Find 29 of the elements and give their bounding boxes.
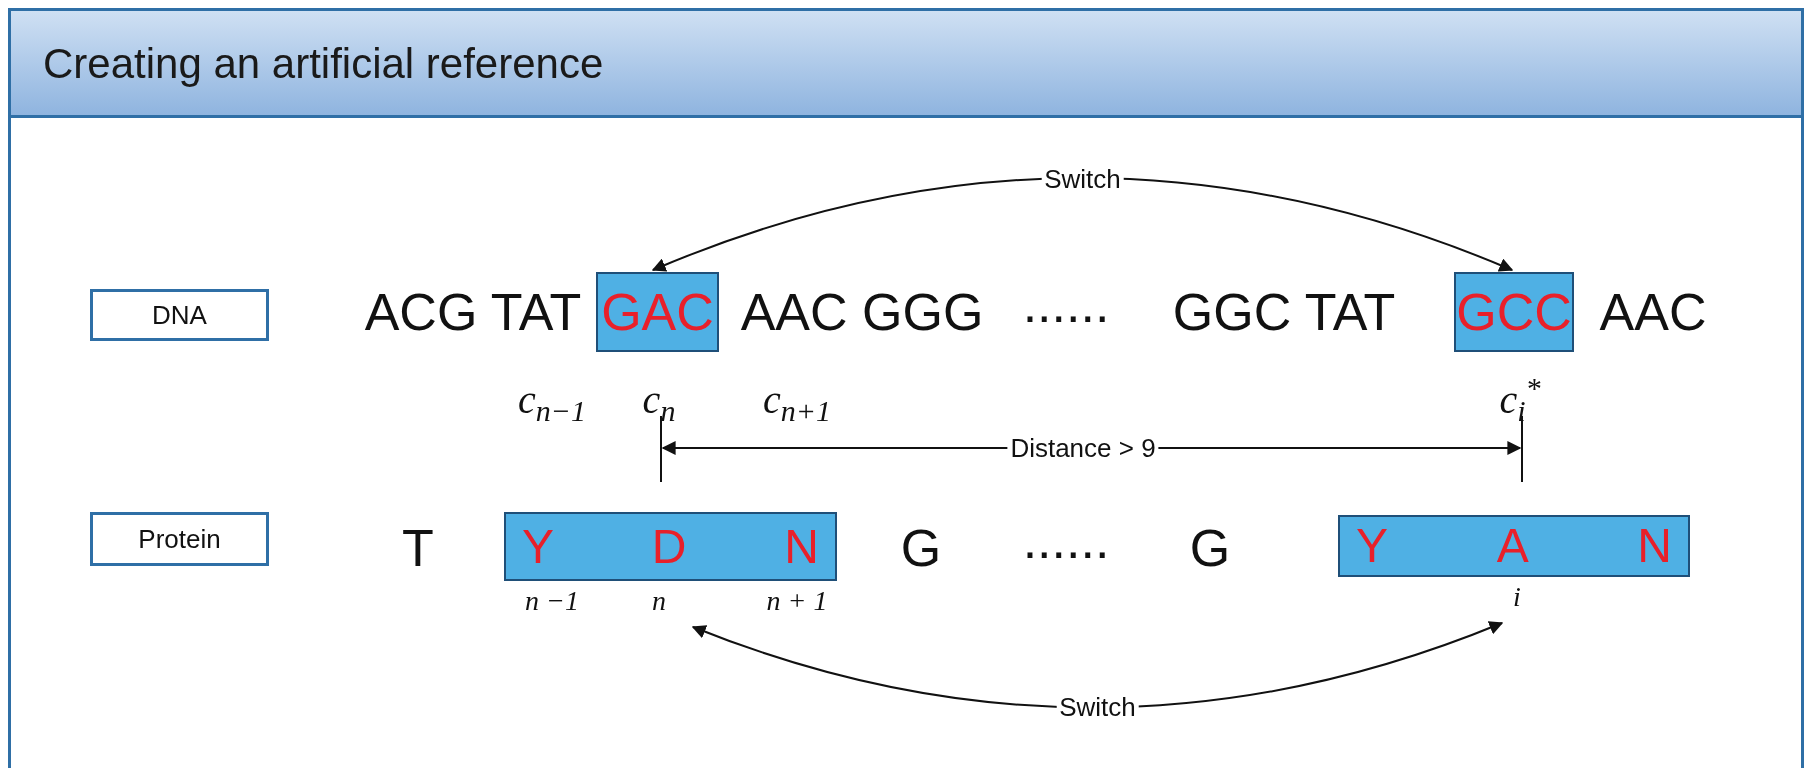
index-label: c$_{n}$ [642, 378, 676, 422]
residue-text: N [784, 522, 819, 571]
position-label: n −1 [525, 585, 579, 617]
sequence-text: AAC GGG [740, 282, 984, 342]
residue-text: Y [522, 522, 554, 571]
residue-text: D [651, 522, 687, 571]
curved-arrow [651, 177, 1514, 272]
residue-text: N [1637, 522, 1672, 570]
residue-text: GCC [1456, 286, 1572, 338]
index-label: c$_{n−1}$ [518, 378, 586, 422]
sequence-text: GGC TAT [1172, 282, 1396, 342]
position-label: n + 1 [766, 585, 828, 617]
title: Creating an artificial reference [43, 38, 604, 89]
row-label: DNA [152, 302, 207, 328]
sequence-text: G [900, 518, 942, 578]
sequence-text: G [1189, 518, 1231, 578]
row-label: Protein [138, 526, 221, 552]
position-label: n [652, 585, 666, 617]
residue-text: GAC [601, 286, 714, 338]
sequence-text: ...... [1022, 510, 1110, 570]
sequence-text: ...... [1022, 274, 1110, 334]
residue-text: A [1496, 522, 1529, 570]
sequence-text: AAC [1599, 282, 1707, 342]
index-label: c$_{n+1}$ [763, 378, 831, 422]
sequence-text: T [402, 518, 434, 578]
curved-arrow [691, 620, 1504, 709]
sequence-text: ACG TAT [364, 282, 582, 342]
residue-text: Y [1356, 522, 1388, 570]
position-label: i [1513, 581, 1521, 613]
